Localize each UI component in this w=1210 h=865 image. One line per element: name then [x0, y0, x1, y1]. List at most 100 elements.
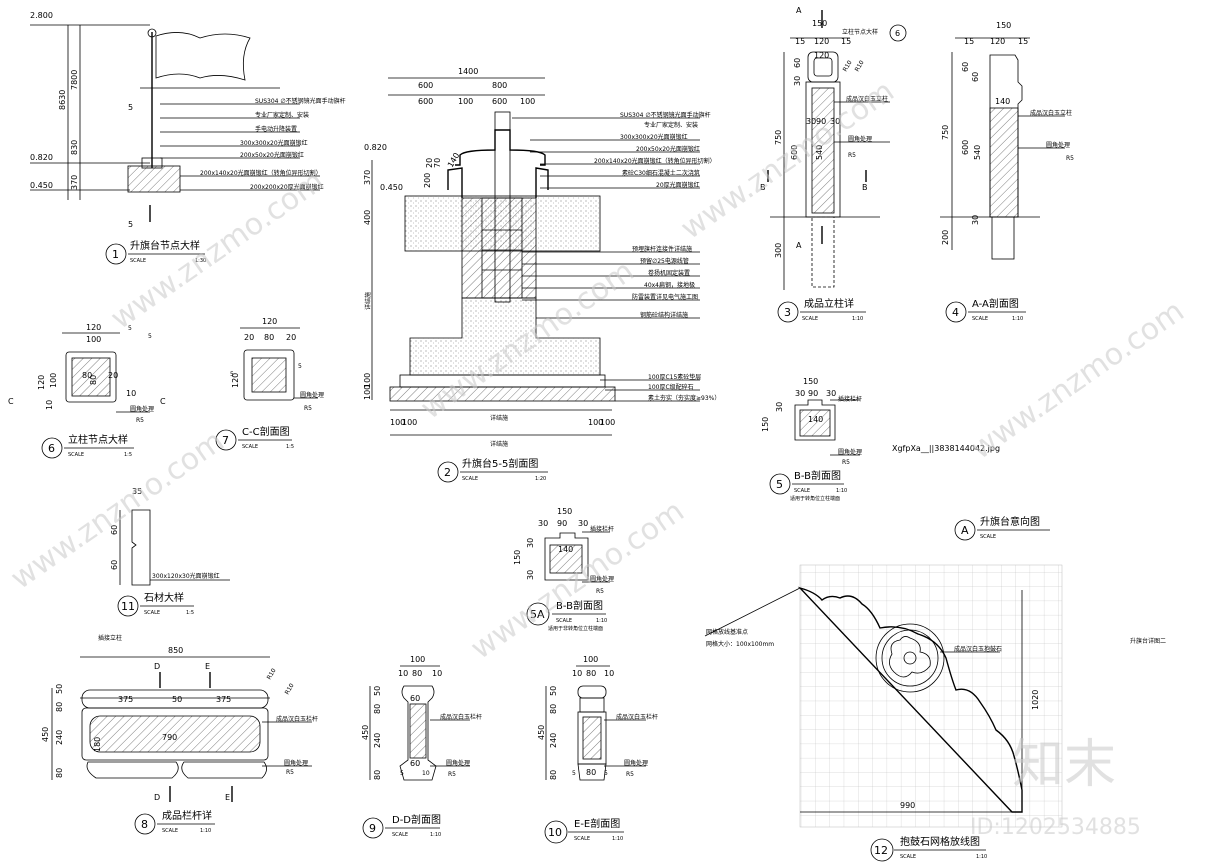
d10-dim-80b: 80 — [549, 770, 558, 780]
side-note: 升旗台详图二 — [1130, 637, 1166, 645]
d12-dim-1020: 1020 — [1031, 690, 1040, 710]
d8-r10b: R10 — [284, 682, 296, 696]
detail12-scale: 1:10 — [976, 854, 987, 860]
d3-note-r5: R5 — [848, 152, 856, 159]
d5a-dim-30d: 30 — [526, 570, 535, 580]
detail9-scale: 1:10 — [430, 832, 441, 838]
detailA-scale-label: SCALE — [980, 534, 996, 540]
d6-dim-5b: 5 — [148, 333, 152, 340]
watermark-3: www.znzmo.com — [965, 294, 1191, 467]
d12-note-1: 网格大小：100x100mm — [706, 640, 774, 648]
detail8-scale-label: SCALE — [162, 828, 178, 834]
detail5a-scale: 1:10 — [596, 618, 607, 624]
d2-dim-400: 400 — [363, 210, 372, 225]
d6-dim-80b: 80 — [89, 375, 98, 385]
cut-5-top: 5 — [128, 103, 133, 112]
d2-note-13: 100厚C15素砼垫层 — [648, 373, 701, 381]
d3-dim-30c: 30 — [830, 117, 840, 126]
d7-note-r5: R5 — [304, 405, 312, 412]
d8-dim-450: 450 — [41, 727, 50, 742]
detail9-title: D-D剖面图 — [392, 813, 441, 826]
elev-0450: 0.450 — [30, 181, 53, 190]
d6-cut-c-left: C — [8, 397, 14, 406]
d2-elev-0820: 0.820 — [364, 143, 387, 152]
d6-dim-80: 80 — [82, 371, 92, 380]
d9-dim-10b: 10 — [432, 669, 442, 678]
d3-dim-15b: 15 — [841, 37, 851, 46]
detail-2: 1400 600 800 600 100 600 100 0.820 0.450… — [363, 67, 720, 483]
detail2-scale: 1:20 — [535, 476, 546, 482]
d2-dim-b100b: 100 — [402, 418, 417, 427]
d6-cut-c-right: C — [160, 397, 166, 406]
d10-dim-5a: 5 — [572, 770, 576, 777]
d4-dim-540: 540 — [973, 145, 982, 160]
d5a-dim-30b: 30 — [578, 519, 588, 528]
d7-note-0: 圆角处理 — [300, 391, 324, 399]
detail4-title: A-A剖面图 — [972, 297, 1019, 310]
d6-dim-10b: 10 — [126, 389, 136, 398]
detail-5: 150 30 90 30 30 140 150 插接栏杆 圆角处理 R5 5 B… — [761, 377, 862, 502]
d3-dim-150: 150 — [812, 19, 827, 28]
d2-dim-70: 70 — [433, 158, 442, 168]
d4-note-1: 圆角处理 — [1046, 141, 1070, 149]
id-label: ID:1202534885 — [970, 815, 1141, 840]
d12-note-2: 成品汉白玉抱鼓石 — [954, 645, 1002, 653]
d5a-dim-30a: 30 — [538, 519, 548, 528]
detail2-title: 升旗台5-5剖面图 — [462, 457, 538, 470]
cut-5-bottom: 5 — [128, 220, 133, 229]
d2-note-7: 预埋旗杆连接件详结施 — [632, 245, 692, 253]
d5a-dim-30c: 30 — [526, 538, 535, 548]
d5a-note-0: 插接栏杆 — [590, 525, 614, 533]
detail8-title: 成品栏杆详 — [162, 809, 212, 822]
detail1-number: 1 — [112, 248, 119, 261]
d2-note-3: 200x50x20光面崩锻红 — [636, 145, 700, 153]
detail7-title: C-C剖面图 — [242, 425, 290, 438]
d2-bottom-label: 详结施 — [490, 414, 508, 422]
d5-note-r5: R5 — [842, 459, 850, 466]
detail-a: A 升旗台意向图 SCALE — [954, 515, 1050, 541]
detailA-title: 升旗台意向图 — [980, 515, 1040, 528]
detail-9: 100 10 80 10 60 450 50 80 240 80 60 5 10… — [361, 655, 482, 839]
d2-dim-600b: 600 — [418, 97, 433, 106]
d7-dim-80: 80 — [264, 333, 274, 342]
detail5-number: 5 — [776, 478, 783, 491]
dim-8630: 8630 — [58, 90, 67, 110]
d8-dim-50: 50 — [172, 695, 182, 704]
d4-note-r5: R5 — [1066, 155, 1074, 162]
detail-10: 100 10 80 10 450 50 80 240 80 5 80 5 成品汉… — [537, 655, 658, 844]
d11-dim-60a: 60 — [110, 525, 119, 535]
d9-dim-10c: 10 — [422, 770, 430, 777]
d3-dim-120b: 120 — [814, 51, 829, 60]
d12-dim-990: 990 — [900, 801, 915, 810]
d3-dim-750: 750 — [774, 130, 783, 145]
detail7-scale-label: SCALE — [242, 444, 258, 450]
d1-note-1: 专业厂家定制、安装 — [255, 111, 309, 119]
d4-dim-120: 120 — [990, 37, 1005, 46]
d10-dim-5b: 5 — [604, 770, 608, 777]
detail1-title: 升旗台节点大样 — [130, 239, 200, 252]
detail-1: 2.800 0.820 0.450 7800 8630 830 370 5 5 … — [30, 11, 346, 265]
logo-text: 知末 — [1012, 735, 1116, 795]
detail12-number: 12 — [874, 844, 888, 857]
d7-dim-20b: 20 — [286, 333, 296, 342]
d2-dim-600c: 600 — [492, 97, 507, 106]
d8-cut-d-bottom: D — [154, 793, 160, 802]
detail11-number: 11 — [121, 600, 135, 613]
detail6-title: 立柱节点大样 — [68, 433, 128, 446]
d5-dim-30c: 30 — [775, 402, 784, 412]
d6-dim-20: 20 — [108, 371, 118, 380]
d2-dim-1400: 1400 — [458, 67, 478, 76]
d2-dim-140: 140 — [446, 151, 461, 169]
d2-dim-b100d: 100 — [600, 418, 615, 427]
d3-note-2: 圆角处理 — [848, 135, 872, 143]
elev-2800: 2.800 — [30, 11, 53, 20]
detail4-scale-label: SCALE — [972, 316, 988, 322]
d10-dim-100: 100 — [583, 655, 598, 664]
d3-dim-600: 600 — [790, 145, 799, 160]
d6-dim-100b: 100 — [49, 373, 58, 388]
d9-dim-10a: 10 — [398, 669, 408, 678]
detail5a-title: B-B剖面图 — [556, 599, 603, 612]
filename-text: XgfpXa__||3838144042.jpg — [892, 444, 1000, 453]
d2-note-2: 300x300x20光面崩锻红 — [620, 133, 688, 141]
dim-830: 830 — [70, 140, 79, 155]
